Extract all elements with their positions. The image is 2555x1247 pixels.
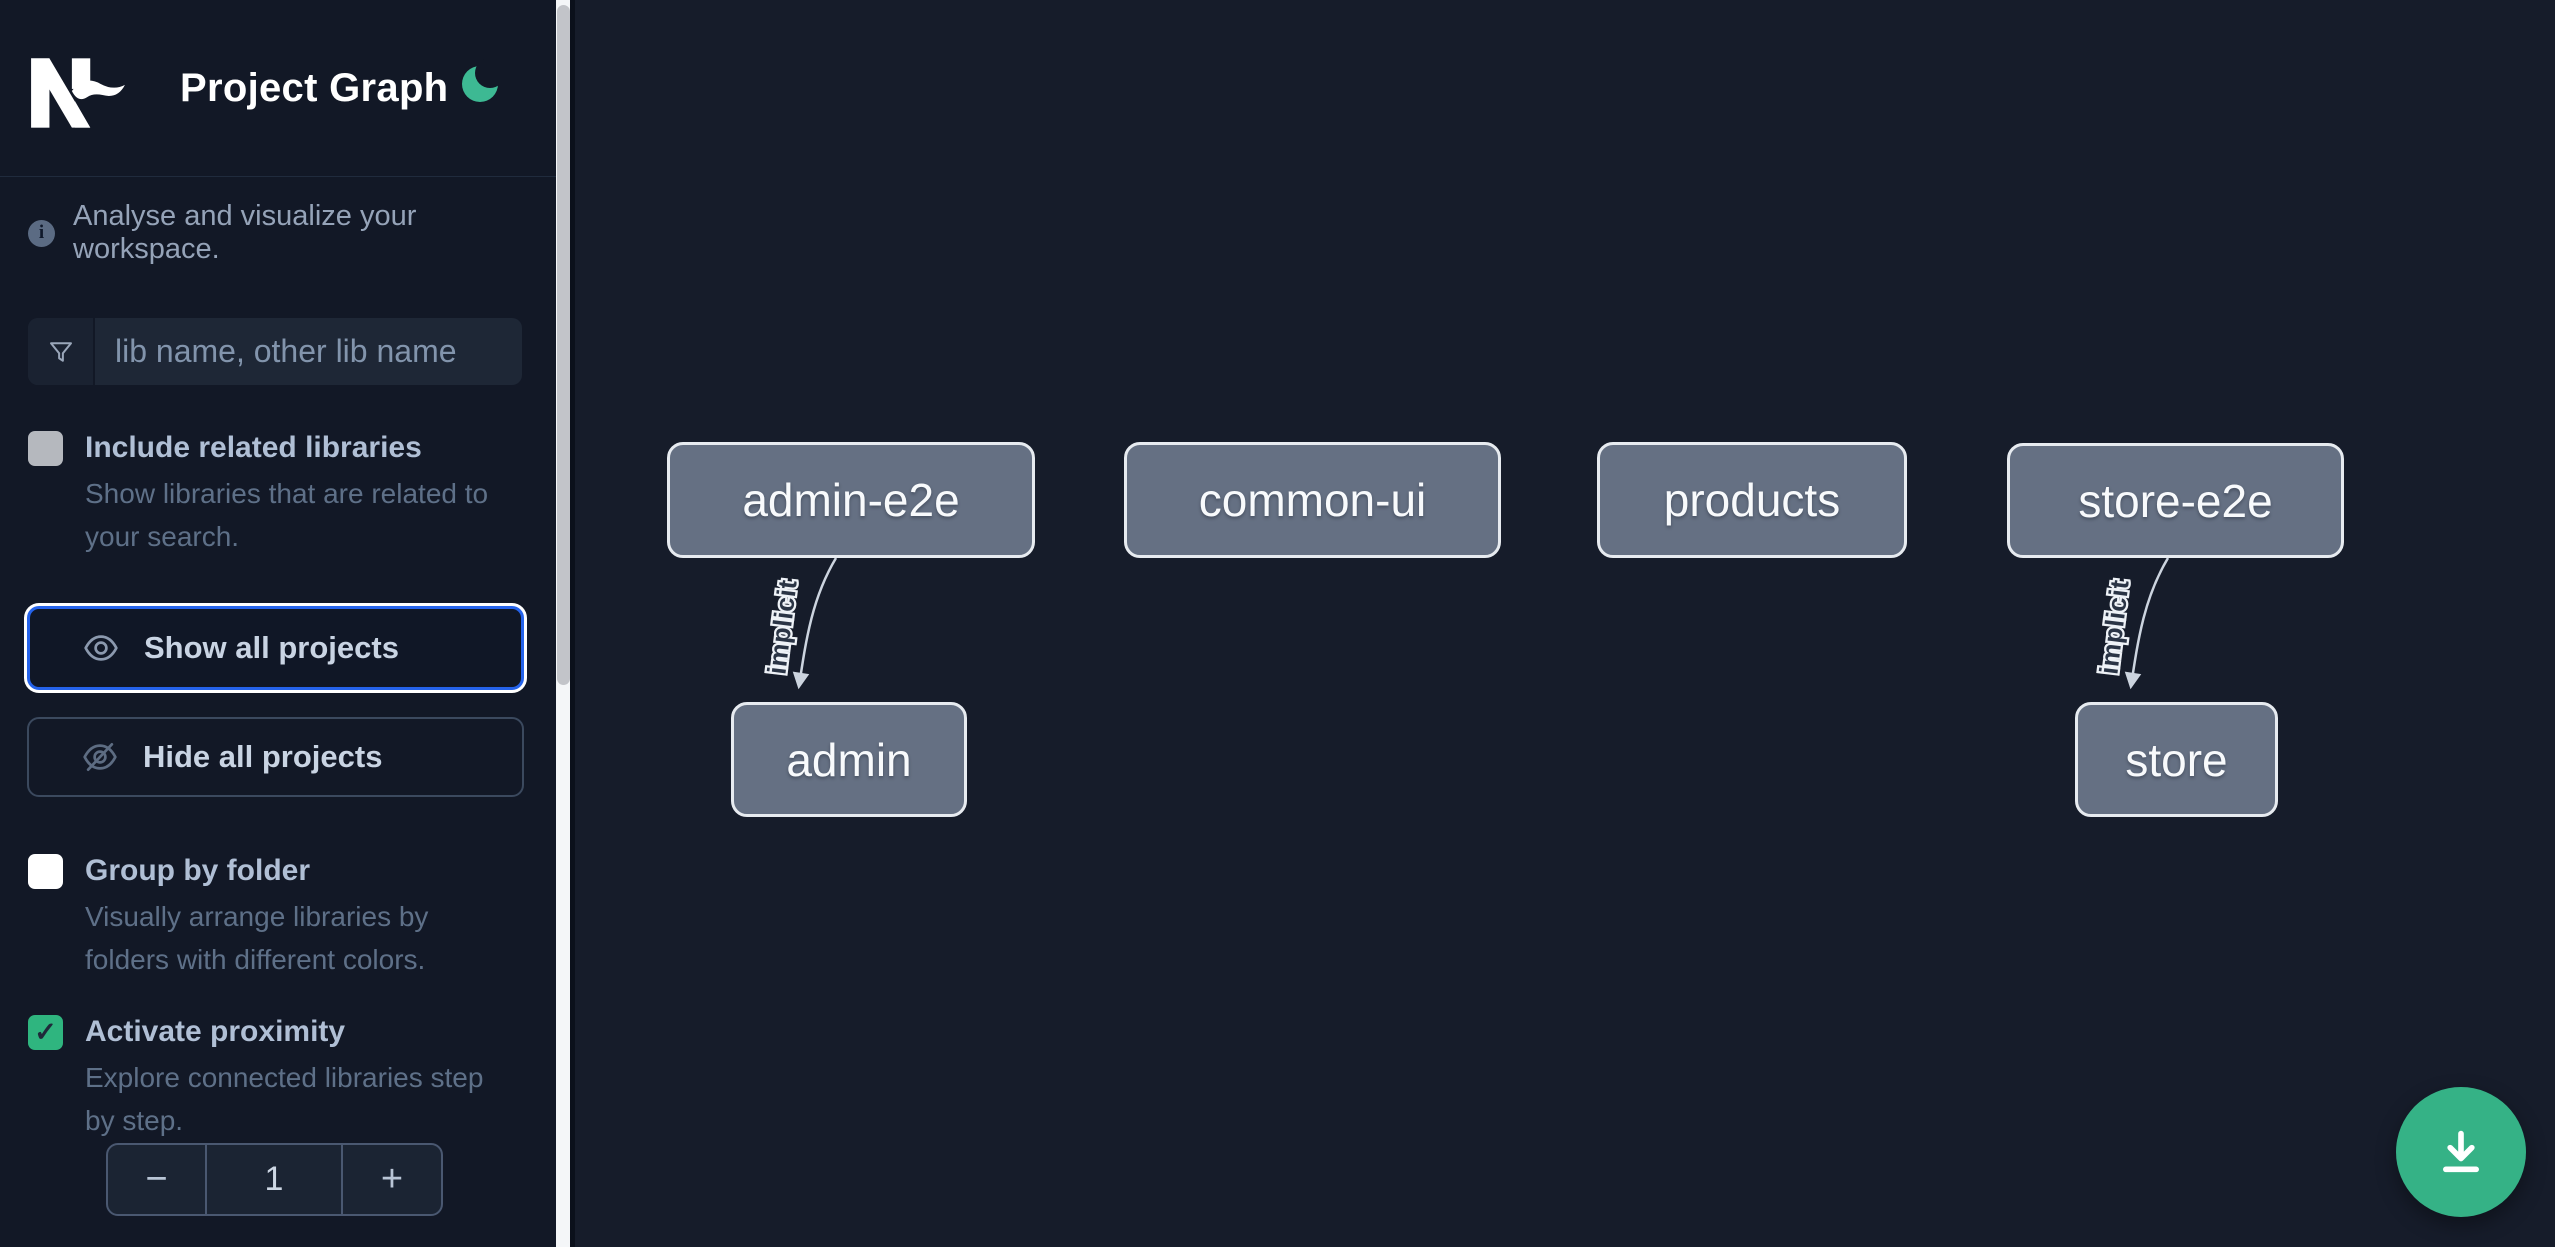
edge-store-e2e-store[interactable]	[2124, 557, 2170, 690]
graph-node-products[interactable]: products	[1597, 442, 1907, 558]
option-label: Include related libraries	[85, 431, 422, 464]
intro-row: i Analyse and visualize your workspace.	[28, 200, 528, 266]
option-group-by-folder: Group by folder Visually arrange librari…	[28, 852, 528, 981]
show-all-projects-label: Show all projects	[144, 630, 399, 665]
eye-icon	[84, 635, 118, 661]
info-icon: i	[28, 219, 55, 247]
edge-label-implicit: implicit	[2093, 578, 2134, 676]
funnel-icon	[28, 318, 95, 385]
sidebar-scrollbar-track[interactable]	[556, 0, 570, 1247]
option-label: Activate proximity	[85, 1015, 346, 1048]
export-image-button[interactable]	[2396, 1087, 2526, 1217]
checkbox-activate-proximity[interactable]: ✓	[28, 1015, 63, 1050]
search-filter	[28, 318, 522, 385]
option-description: Visually arrange libraries by folders wi…	[85, 901, 429, 975]
increment-button[interactable]: +	[343, 1145, 441, 1214]
nx-logo-icon	[31, 58, 125, 128]
graph-node-admin[interactable]: admin	[731, 702, 967, 817]
graph-node-store[interactable]: store	[2075, 702, 2278, 817]
stepper-value: 1	[207, 1145, 343, 1214]
pane-divider	[570, 0, 575, 1247]
graph-node-common-ui[interactable]: common-ui	[1124, 442, 1501, 558]
theme-toggle-button[interactable]	[458, 58, 506, 110]
graph-canvas[interactable]: implicit implicit admin-e2e common-ui produ…	[575, 0, 2555, 1247]
show-all-projects-button[interactable]: Show all projects	[27, 606, 524, 690]
intro-text: Analyse and visualize your workspace.	[73, 200, 417, 265]
checkbox-group-by-folder[interactable]	[28, 854, 63, 889]
option-activate-proximity: ✓ Activate proximity Explore connected l…	[28, 1013, 528, 1142]
sidebar: Project Graph i Analyse and visualize yo…	[0, 0, 556, 1247]
search-input[interactable]	[95, 318, 522, 385]
page-title: Project Graph	[180, 66, 449, 110]
hide-all-projects-label: Hide all projects	[143, 739, 383, 774]
eye-off-icon	[83, 742, 117, 772]
option-description: Explore connected libraries step by step…	[85, 1062, 484, 1136]
graph-edges-layer: implicit implicit	[759, 557, 2170, 690]
checkbox-include-related-libraries[interactable]	[28, 431, 63, 466]
edge-admin-e2e-admin[interactable]	[792, 557, 838, 690]
option-include-related-libraries: Include related libraries Show libraries…	[28, 429, 528, 558]
option-description: Show libraries that are related to your …	[85, 478, 489, 552]
moon-icon	[462, 58, 505, 102]
decrement-button[interactable]: −	[108, 1145, 207, 1214]
proximity-depth-stepper: − 1 +	[106, 1143, 443, 1216]
sidebar-header: Project Graph	[0, 0, 556, 177]
option-label: Group by folder	[85, 854, 310, 887]
edge-label-implicit: implicit	[761, 578, 802, 676]
download-icon	[2443, 1130, 2479, 1173]
sidebar-scrollbar-thumb[interactable]	[557, 5, 570, 685]
hide-all-projects-button[interactable]: Hide all projects	[27, 717, 524, 797]
graph-node-admin-e2e[interactable]: admin-e2e	[667, 442, 1035, 558]
graph-node-store-e2e[interactable]: store-e2e	[2007, 443, 2344, 558]
